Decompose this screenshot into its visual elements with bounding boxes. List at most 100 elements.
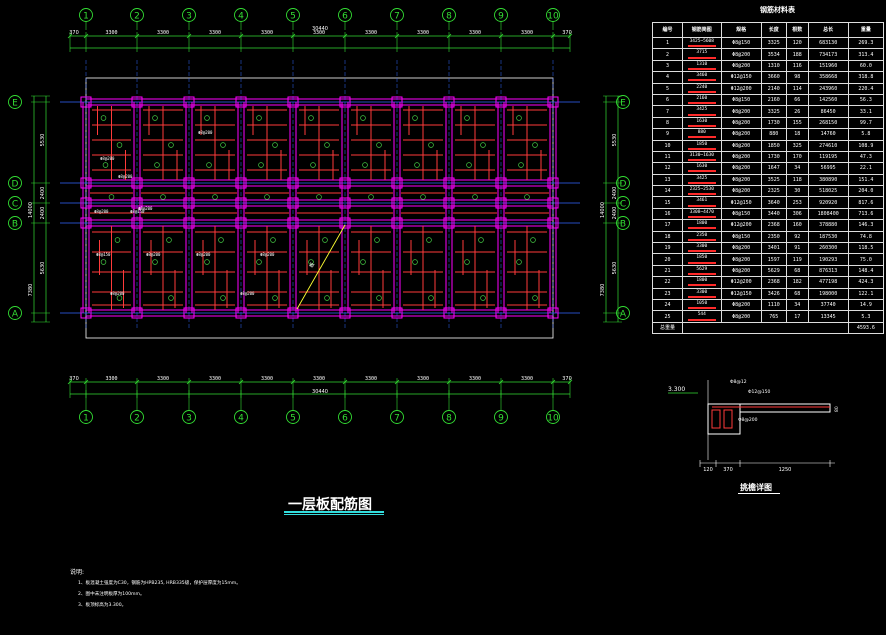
- schedule-cell: Φ8@200: [720, 162, 762, 175]
- schedule-cell: 734173: [807, 48, 849, 61]
- schedule-cell: 713.6: [847, 207, 885, 221]
- rebar-tag: [464, 115, 470, 121]
- detail-rebar1: Φ8@12: [730, 379, 747, 385]
- schedule-shape-cell: 3425~5608: [682, 36, 722, 50]
- total-value: 4593.6: [847, 321, 885, 335]
- schedule-cell: 108.9: [847, 139, 885, 152]
- schedule-shape-cell: 1310: [682, 59, 722, 73]
- schedule-shape-cell: 3130~1630: [682, 150, 722, 164]
- axis-bubble-label: 4: [238, 414, 244, 424]
- schedule-cell: 268150: [807, 116, 849, 130]
- rebar-tag: [100, 115, 107, 121]
- schedule-cell: Φ8@200: [720, 139, 762, 152]
- axis-bubble-label: E: [620, 99, 626, 109]
- column: [287, 307, 299, 319]
- column: [183, 197, 195, 209]
- dim-text: 3300: [105, 30, 117, 36]
- column: [287, 217, 299, 229]
- schedule-cell: Φ12@150: [720, 196, 762, 209]
- schedule-header: 长度: [760, 22, 787, 38]
- slab-label: Φ8@200: [118, 174, 133, 179]
- rebar-tag: [152, 259, 158, 265]
- column: [547, 307, 559, 319]
- schedule-shape-cell: 544: [682, 310, 722, 323]
- rebar-shape: [687, 204, 716, 207]
- column: [131, 307, 143, 319]
- rebar-tag: [218, 237, 224, 243]
- schedule-cell: 477198: [807, 276, 849, 289]
- detail-stirrup: [723, 409, 733, 429]
- schedule-cell: 11: [651, 150, 684, 164]
- schedule-header: 重量: [847, 22, 885, 38]
- dim-slash: [394, 379, 400, 385]
- column: [235, 307, 247, 319]
- dim-text: 3300: [105, 376, 117, 382]
- schedule-cell: 160: [785, 219, 809, 232]
- slab-label: Φ8@200: [138, 206, 153, 211]
- schedule-cell: Φ8@150: [720, 36, 762, 50]
- dim-slash: [83, 379, 89, 385]
- shape-length: 3300: [696, 244, 708, 250]
- rebar-tag: [478, 237, 484, 243]
- schedule-cell: 86450: [807, 105, 849, 118]
- column: [131, 96, 143, 108]
- schedule-cell: 17: [785, 310, 809, 323]
- rebar-tag: [114, 237, 121, 243]
- rebar-tag: [516, 115, 522, 121]
- dim-text: 3300: [365, 376, 377, 382]
- rebar-tag: [376, 142, 382, 148]
- dim-text: 7380: [600, 284, 606, 297]
- slab-label: Φ8@200: [146, 252, 161, 257]
- axis-bubble-label: 7: [394, 414, 400, 424]
- schedule-cell: Φ8@200: [720, 173, 762, 187]
- column: [235, 177, 247, 189]
- schedule-cell: 325: [785, 139, 809, 152]
- schedule-cell: Φ8@200: [720, 310, 762, 323]
- rebar-tag: [360, 259, 366, 265]
- rebar-tag: [166, 237, 172, 243]
- dim-slash: [498, 33, 504, 39]
- detail-dim: 1250: [779, 467, 792, 473]
- rebar-shape: [687, 261, 716, 264]
- axis-bubble-row: [616, 306, 630, 320]
- column: [339, 197, 351, 209]
- drawing-title: 一层板配筋图: [288, 497, 372, 513]
- rebar-shape: [687, 216, 716, 219]
- opening-label: 板: [308, 261, 317, 269]
- axis-bubble-label: 2: [134, 12, 140, 22]
- axis-bubble-row: [8, 176, 22, 190]
- schedule-shape-cell: 1050: [682, 298, 722, 312]
- rebar-tag: [420, 194, 426, 200]
- schedule-cell: 269.3: [847, 36, 885, 50]
- schedule-cell: 17: [651, 219, 684, 232]
- schedule-cell: 198000: [807, 287, 849, 301]
- schedule-cell: 817.6: [847, 196, 885, 209]
- column: [495, 197, 507, 209]
- column: [235, 217, 247, 229]
- rebar-shape: [687, 238, 716, 241]
- rebar-tag: [322, 237, 328, 243]
- schedule-cell: 66: [785, 93, 809, 107]
- schedule-cell: 18: [785, 128, 809, 141]
- dim-text: 3300: [313, 376, 325, 382]
- schedule-cell: Φ12@200: [720, 219, 762, 232]
- schedule-cell: Φ8@200: [720, 298, 762, 312]
- total-label: 总重量: [651, 321, 684, 335]
- schedule-cell: 155: [785, 116, 809, 130]
- dim-text: 2400: [40, 207, 46, 220]
- schedule-cell: 119: [785, 253, 809, 266]
- schedule-cell: 170: [785, 150, 809, 164]
- column: [80, 197, 92, 209]
- schedule-cell: 34: [785, 298, 809, 312]
- schedule-shape-cell: 1800: [682, 219, 722, 232]
- rebar-tag: [168, 142, 174, 148]
- dim-text: 3300: [209, 376, 221, 382]
- column: [131, 197, 143, 209]
- axis-bubble-label: 10: [547, 414, 559, 424]
- dim-text: 3300: [261, 376, 273, 382]
